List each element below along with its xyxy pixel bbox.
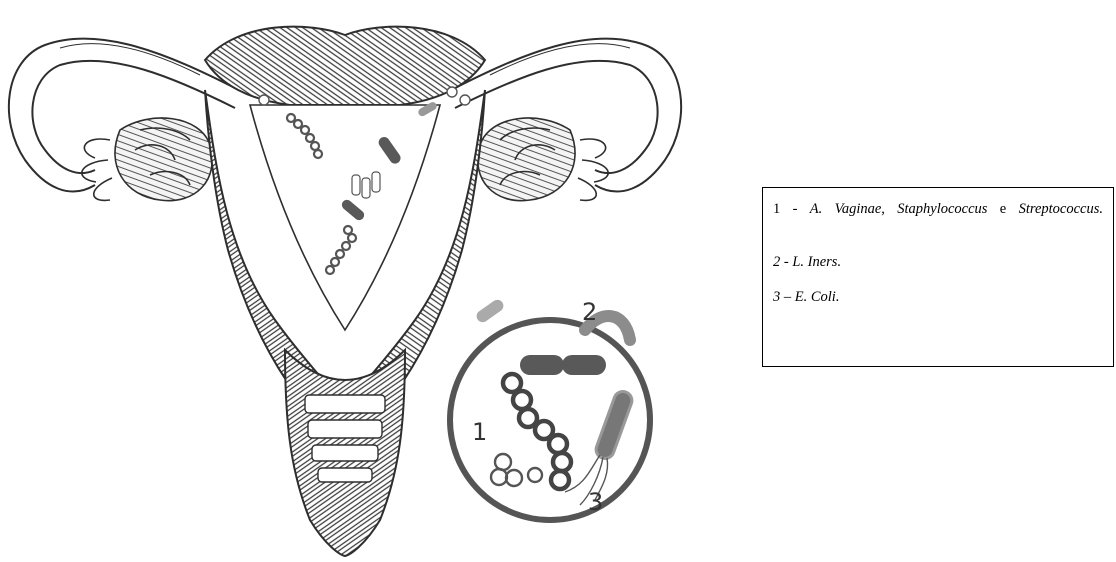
uterus-microbiome-illustration: 1 2 3: [0, 0, 760, 562]
legend-item-1-suffix: .: [1099, 201, 1103, 217]
legend-item-2: 2 - L. Iners.: [773, 253, 1103, 271]
uterine-cavity: [250, 105, 440, 330]
magnified-view: 1 2 3: [450, 297, 650, 520]
legend-item-1-sep: ,: [881, 201, 897, 217]
label-1: 1: [472, 418, 487, 446]
legend-item-1-conj: e: [987, 201, 1018, 217]
uterine-fundus: [205, 27, 485, 105]
legend-box: 1 - A. Vaginae, Staphylococcus e Strepto…: [762, 187, 1114, 367]
legend-item-3: 3 – E. Coli.: [773, 288, 1103, 306]
legend-item-1-prefix: 1 -: [773, 201, 810, 217]
legend-organism-staphylococcus: Staphylococcus: [897, 201, 987, 217]
ovary-left: [82, 118, 212, 201]
legend-organism-a-vaginae: A. Vaginae: [810, 201, 882, 217]
label-2: 2: [582, 298, 597, 326]
legend-organism-streptococcus: Streptococcus: [1019, 201, 1100, 217]
ovary-right: [478, 118, 608, 201]
legend-item-3-text: 3 – E. Coli.: [773, 289, 839, 305]
legend-item-1: 1 - A. Vaginae, Staphylococcus e Strepto…: [773, 200, 1103, 236]
label-3: 3: [588, 488, 603, 516]
legend-item-2-text: 2 - L. Iners.: [773, 254, 841, 270]
